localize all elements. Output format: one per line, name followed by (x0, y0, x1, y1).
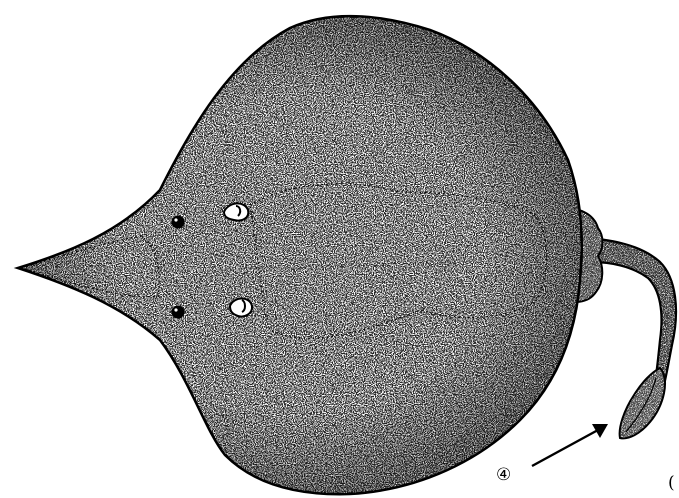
right-eye (172, 306, 185, 319)
callout-label-partial: ( (668, 473, 675, 493)
left-eye (172, 216, 185, 229)
callout-arrow (532, 424, 608, 466)
callout-label-4: ④ (496, 465, 511, 485)
tail-fin (620, 368, 665, 438)
disc-body (18, 16, 582, 494)
